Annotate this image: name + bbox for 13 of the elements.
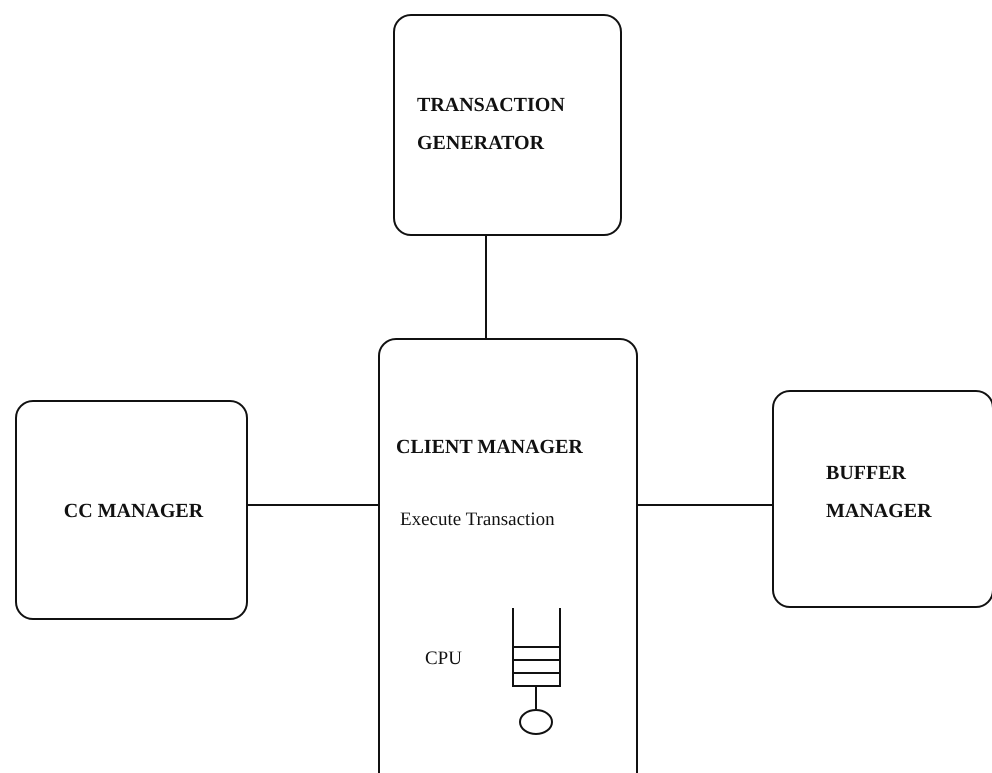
connector-line <box>248 504 378 506</box>
connector-line <box>485 236 487 338</box>
module-title: BUFFER MANAGER <box>826 461 933 524</box>
module-title: CLIENT MANAGER <box>396 435 584 460</box>
module-title: CC MANAGER <box>62 499 204 524</box>
module-box <box>393 14 622 236</box>
module-description: Execute Transaction <box>400 508 556 532</box>
module-box <box>772 390 992 608</box>
connector-line <box>638 504 772 506</box>
module-box <box>378 338 638 773</box>
resource-label: CPU <box>425 647 463 671</box>
module-box <box>15 400 248 620</box>
module-title: TRANSACTION GENERATOR <box>417 93 566 156</box>
